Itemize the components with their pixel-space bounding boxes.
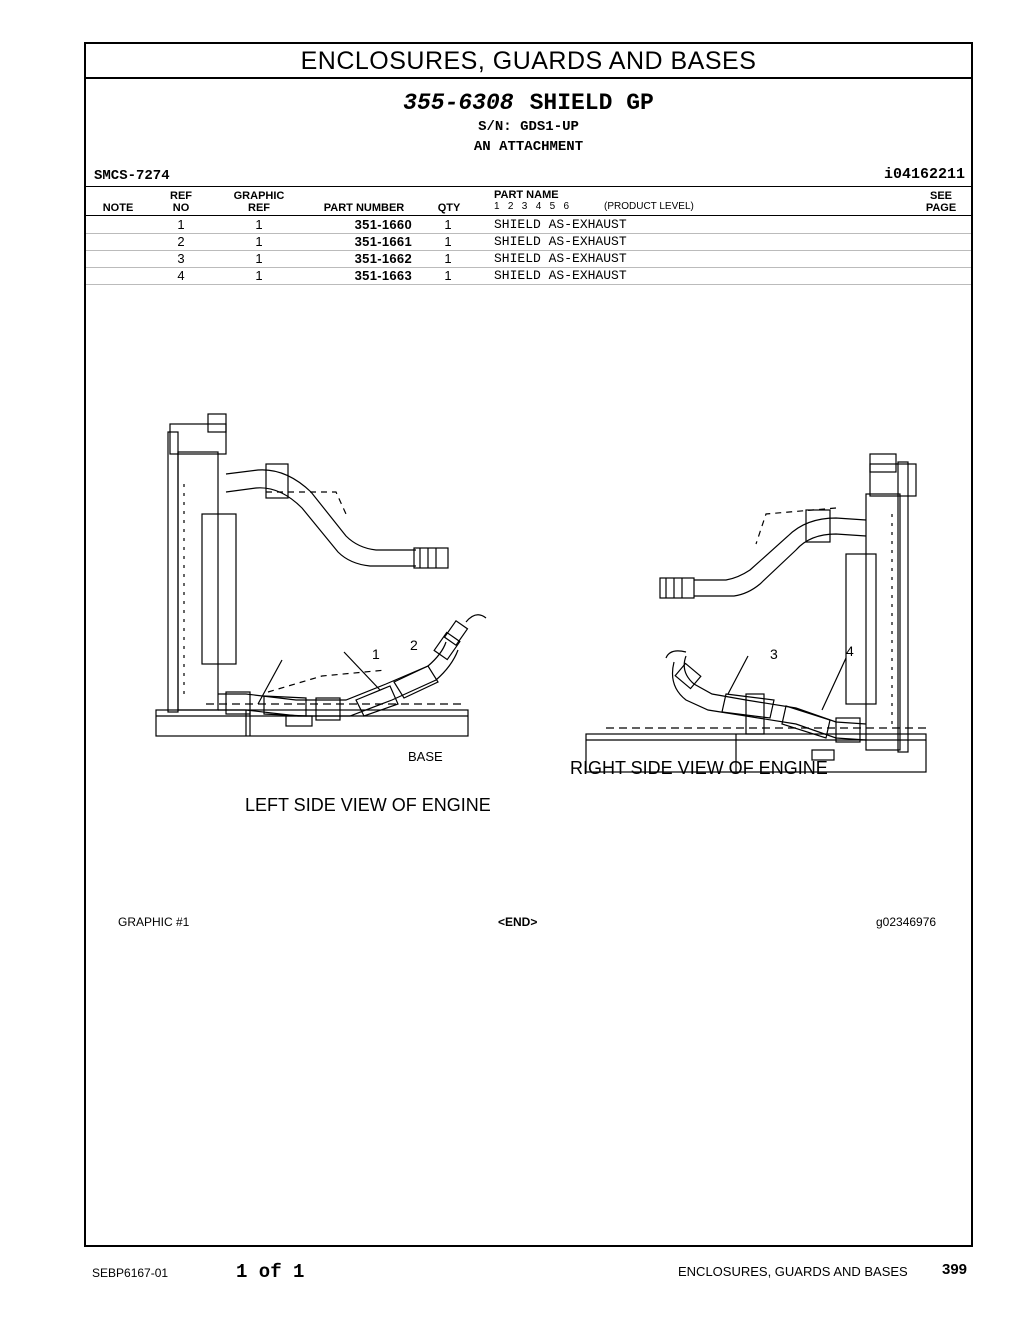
- group-name: SHIELD GP: [529, 90, 654, 116]
- col-see-top: SEE: [929, 190, 952, 202]
- graphic-ref: 1: [255, 234, 263, 249]
- header-rule-top: [86, 186, 971, 187]
- callout-4: 4: [846, 643, 854, 659]
- end-marker: <END>: [498, 915, 538, 929]
- serial-number: S/N: GDS1-UP: [478, 119, 579, 135]
- group-title: 355-6308 SHIELD GP: [86, 90, 971, 116]
- ref-no: 2: [177, 234, 185, 249]
- page-number: 399: [942, 1261, 968, 1278]
- table-row: 1 1 351-1660 1 SHIELD AS-EXHAUST: [86, 216, 971, 234]
- quantity: 1: [444, 234, 452, 249]
- left-view-drawing: [155, 413, 487, 737]
- col-ref-top: REF: [170, 190, 192, 202]
- part-name: SHIELD AS-EXHAUST: [494, 268, 627, 283]
- col-qty: QTY: [437, 202, 461, 214]
- section-title: ENCLOSURES, GUARDS AND BASES: [86, 44, 971, 79]
- header-rule-bottom: [86, 215, 971, 216]
- left-view-caption: LEFT SIDE VIEW OF ENGINE: [245, 795, 491, 815]
- graphic-ref: 1: [255, 251, 263, 266]
- base-label: BASE: [408, 749, 443, 764]
- group-number: 355-6308: [403, 90, 514, 116]
- graphic-ref: 1: [255, 268, 263, 283]
- smcs-code: SMCS-7274: [94, 168, 170, 184]
- engine-line-drawing: [155, 413, 927, 773]
- part-number: 351-1662: [354, 251, 412, 266]
- part-number: 351-1660: [354, 217, 412, 232]
- callout-1: 1: [372, 646, 380, 662]
- graphic-ref: 1: [255, 217, 263, 232]
- part-name: SHIELD AS-EXHAUST: [494, 217, 627, 232]
- info-reference: i04162211: [883, 166, 965, 183]
- quantity: 1: [444, 268, 452, 283]
- page-of-count: 1 of 1: [236, 1261, 305, 1283]
- table-row: 2 1 351-1661 1 SHIELD AS-EXHAUST: [86, 233, 971, 251]
- col-graphic-top: GRAPHIC: [233, 190, 285, 202]
- part-number: 351-1663: [354, 268, 412, 283]
- col-ref-bottom: NO: [172, 202, 190, 214]
- part-name: SHIELD AS-EXHAUST: [494, 234, 627, 249]
- col-levels: 1 2 3 4 5 6: [494, 201, 570, 212]
- callout-2: 2: [410, 637, 418, 653]
- part-name: SHIELD AS-EXHAUST: [494, 251, 627, 266]
- col-note: NOTE: [102, 202, 134, 214]
- engine-illustration: 1 2 3 4 BASE LEFT SIDE VIEW OF ENGINE: [146, 404, 936, 815]
- right-view-drawing: [585, 453, 927, 773]
- quantity: 1: [444, 217, 452, 232]
- table-row: 4 1 351-1663 1 SHIELD AS-EXHAUST: [86, 267, 971, 285]
- graphic-label: GRAPHIC #1: [118, 915, 190, 929]
- ref-no: 3: [177, 251, 185, 266]
- footer-section-title: ENCLOSURES, GUARDS AND BASES: [678, 1264, 908, 1279]
- table-row: 3 1 351-1662 1 SHIELD AS-EXHAUST: [86, 250, 971, 268]
- col-graphic-bottom: REF: [248, 202, 270, 214]
- callout-3: 3: [770, 646, 778, 662]
- col-see-bottom: PAGE: [925, 202, 957, 214]
- col-product-level: (PRODUCT LEVEL): [604, 201, 694, 212]
- quantity: 1: [444, 251, 452, 266]
- part-number: 351-1661: [354, 234, 412, 249]
- col-part-number: PART NUMBER: [323, 202, 405, 214]
- right-view-caption: RIGHT SIDE VIEW OF ENGINE: [570, 758, 828, 778]
- ref-no: 1: [177, 217, 185, 232]
- col-part-name: PART NAME: [494, 189, 559, 201]
- ref-no: 4: [177, 268, 185, 283]
- graphic-id: g02346976: [876, 915, 937, 929]
- attachment-label: AN ATTACHMENT: [473, 139, 584, 155]
- document-id: SEBP6167-01: [92, 1266, 169, 1280]
